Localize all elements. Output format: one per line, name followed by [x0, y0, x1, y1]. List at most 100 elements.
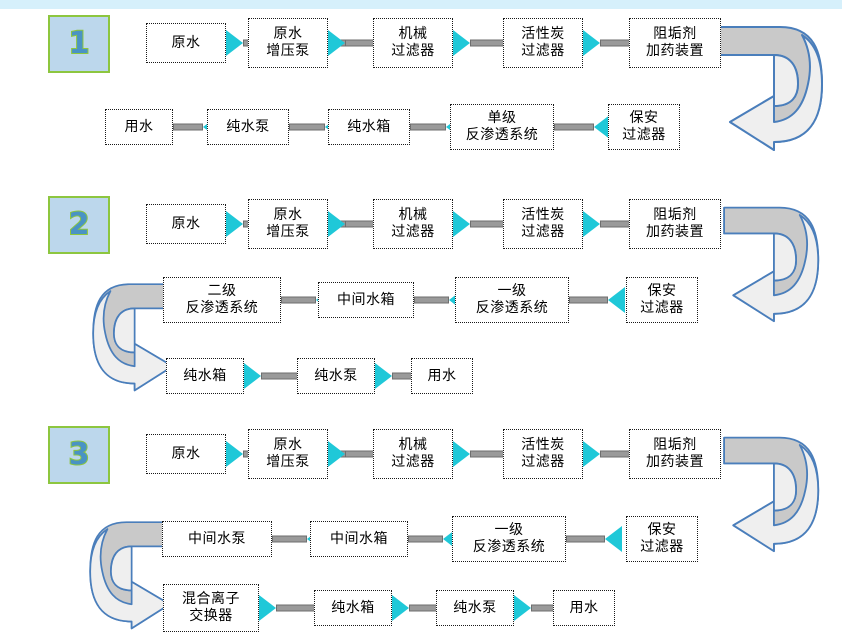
arrow-right-icon [328, 211, 345, 237]
node-r3-l3-1[interactable]: 纯水箱 [314, 590, 392, 626]
arrow-right-icon [328, 441, 345, 467]
node-r3-l3-3[interactable]: 用水 [553, 590, 615, 626]
arrow-right-icon [453, 441, 470, 467]
node-r1-l1-1[interactable]: 原水 增压泵 [248, 18, 328, 68]
node-label: 活性炭 过滤器 [521, 437, 565, 470]
uturn-arrow-right-r2 [718, 203, 828, 323]
node-label: 保安 过滤器 [640, 522, 684, 555]
node-r2-l2-2[interactable]: 一级 反渗透系统 [455, 277, 569, 323]
node-label: 活性炭 过滤器 [521, 207, 565, 240]
connector-r2-l1-3 [583, 204, 633, 244]
node-r3-l3-2[interactable]: 纯水泵 [436, 590, 514, 626]
connector-r3-l3-2 [514, 590, 562, 626]
node-label: 用水 [427, 367, 457, 384]
connector-r2-l3-0 [244, 358, 304, 394]
connector-r2-l2-2 [569, 282, 625, 318]
node-label: 中间水箱 [330, 530, 388, 547]
node-label: 保安 过滤器 [622, 110, 666, 143]
node-label: 用水 [124, 118, 154, 135]
node-r1-l1-3[interactable]: 活性炭 过滤器 [503, 18, 583, 68]
node-label: 中间水泵 [188, 530, 246, 547]
node-label: 用水 [569, 599, 599, 616]
arrow-right-icon [244, 363, 261, 389]
connector-r3-l1-3 [583, 434, 633, 474]
uturn-arrow-left-r3 [85, 515, 180, 633]
node-label: 纯水箱 [331, 599, 375, 616]
node-label: 活性炭 过滤器 [521, 26, 565, 59]
uturn-arrow-right-r3 [718, 433, 828, 553]
node-r1-l1-4[interactable]: 阻垢剂 加药装置 [629, 18, 721, 68]
connector-r3-l3-1 [392, 590, 444, 626]
node-label: 阻垢剂 加药装置 [646, 437, 704, 470]
node-r2-l2-0[interactable]: 二级 反渗透系统 [163, 277, 281, 323]
arrow-right-icon [328, 30, 345, 56]
node-r2-l3-1[interactable]: 纯水泵 [297, 358, 375, 394]
arrow-right-icon [392, 595, 409, 621]
node-label: 保安 过滤器 [640, 283, 684, 316]
node-r3-l1-3[interactable]: 活性炭 过滤器 [503, 429, 583, 479]
node-r3-l2-3[interactable]: 保安 过滤器 [626, 516, 698, 562]
node-r2-l1-0[interactable]: 原水 [146, 204, 226, 244]
stage-badge-1-label: 1 [68, 26, 91, 61]
node-label: 原水 增压泵 [266, 26, 310, 59]
node-label: 单级 反渗透系统 [465, 110, 539, 143]
node-label: 原水 [171, 34, 201, 51]
node-r1-l2-3[interactable]: 单级 反渗透系统 [450, 104, 554, 150]
node-label: 纯水箱 [347, 118, 391, 135]
node-label: 机械 过滤器 [391, 26, 435, 59]
uturn-arrow-right-r1 [718, 22, 828, 152]
node-r2-l2-1[interactable]: 中间水箱 [318, 282, 414, 318]
node-label: 一级 反渗透系统 [472, 522, 546, 555]
node-r2-l2-3[interactable]: 保安 过滤器 [626, 277, 698, 323]
stage-badge-3-label: 3 [68, 437, 91, 472]
node-label: 纯水箱 [183, 367, 227, 384]
node-r3-l3-0[interactable]: 混合离子 交换器 [163, 584, 259, 632]
node-label: 原水 [171, 445, 201, 462]
node-r3-l1-1[interactable]: 原水 增压泵 [248, 429, 328, 479]
node-label: 二级 反渗透系统 [185, 283, 259, 316]
stage-badge-3: 3 [48, 426, 110, 484]
arrow-right-icon [583, 211, 600, 237]
node-r2-l1-1[interactable]: 原水 增压泵 [248, 199, 328, 249]
connector-r1-l2-3 [554, 109, 611, 145]
arrow-right-icon [226, 211, 243, 237]
node-r1-l2-0[interactable]: 用水 [105, 109, 173, 145]
arrow-right-icon [453, 30, 470, 56]
node-r1-l2-4[interactable]: 保安 过滤器 [608, 104, 680, 150]
node-label: 机械 过滤器 [391, 437, 435, 470]
node-r1-l1-0[interactable]: 原水 [146, 23, 226, 63]
node-r2-l1-2[interactable]: 机械 过滤器 [373, 199, 453, 249]
node-label: 纯水泵 [453, 599, 497, 616]
node-r2-l1-3[interactable]: 活性炭 过滤器 [503, 199, 583, 249]
node-r3-l2-2[interactable]: 一级 反渗透系统 [452, 516, 566, 562]
node-r3-l1-0[interactable]: 原水 [146, 434, 226, 474]
node-label: 中间水箱 [337, 291, 395, 308]
node-r3-l1-2[interactable]: 机械 过滤器 [373, 429, 453, 479]
connector-r3-l2-2 [566, 521, 622, 557]
node-r3-l2-1[interactable]: 中间水箱 [310, 521, 408, 557]
node-r2-l3-2[interactable]: 用水 [411, 358, 473, 394]
node-r1-l1-2[interactable]: 机械 过滤器 [373, 18, 453, 68]
node-r1-l2-2[interactable]: 纯水箱 [328, 109, 410, 145]
node-r2-l1-4[interactable]: 阻垢剂 加药装置 [629, 199, 721, 249]
node-label: 阻垢剂 加药装置 [646, 26, 704, 59]
node-label: 机械 过滤器 [391, 207, 435, 240]
node-r1-l2-1[interactable]: 纯水泵 [207, 109, 289, 145]
stage-badge-1: 1 [48, 15, 110, 73]
stage-badge-2: 2 [48, 196, 110, 254]
node-r3-l1-4[interactable]: 阻垢剂 加药装置 [629, 429, 721, 479]
node-r2-l3-0[interactable]: 纯水箱 [166, 358, 244, 394]
arrow-right-icon [375, 363, 392, 389]
arrow-left-icon [594, 114, 611, 140]
node-r3-l2-0[interactable]: 中间水泵 [162, 521, 272, 557]
arrow-right-icon [583, 30, 600, 56]
arrow-right-icon [514, 595, 531, 621]
node-label: 纯水泵 [314, 367, 358, 384]
connector-r1-l1-3 [583, 23, 633, 63]
arrow-right-icon [226, 441, 243, 467]
node-label: 一级 反渗透系统 [475, 283, 549, 316]
arrow-right-icon [583, 441, 600, 467]
node-label: 原水 增压泵 [266, 207, 310, 240]
node-label: 纯水泵 [226, 118, 270, 135]
